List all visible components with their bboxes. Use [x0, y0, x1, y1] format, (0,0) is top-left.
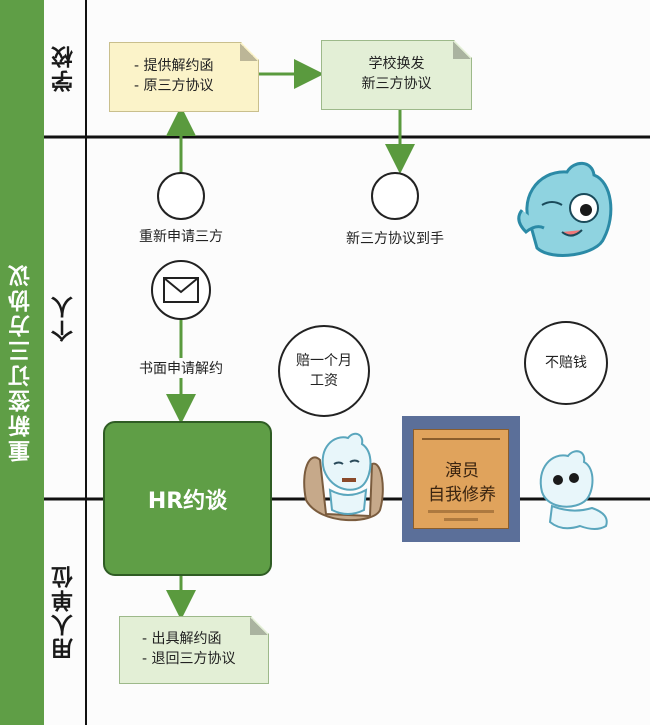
bubble-line: 赔一个月	[296, 353, 352, 369]
envelope-icon	[163, 277, 199, 303]
title-band	[0, 0, 44, 725]
hr-talk-label: HR约谈	[147, 488, 228, 514]
hr-talk-box: HR约谈	[103, 421, 272, 576]
doc-line: 学校换发	[368, 56, 425, 72]
bubble-line: 工资	[310, 373, 338, 389]
book-title-line1: 演员	[445, 461, 479, 481]
doc-school-exchange: 学校换发 新三方协议	[321, 40, 472, 110]
bubble-no-compensation: 不赔钱	[524, 321, 608, 405]
mascot-lying	[539, 450, 608, 530]
event-label-written: 书面申请解约	[126, 358, 236, 378]
bubble-line: 不赔钱	[545, 355, 587, 371]
event-circle-reapply	[157, 172, 205, 220]
actor-book-image: 演员 自我修养	[402, 416, 520, 542]
lane-label-school: 学校	[52, 44, 77, 93]
book-title-line2: 自我修养	[428, 485, 496, 505]
doc-line: - 出具解约函	[142, 631, 222, 647]
lane-label-individual: 个人	[52, 294, 77, 342]
event-circle-new	[371, 172, 419, 220]
bubble-compensate-month: 赔一个月 工资	[278, 325, 370, 417]
mascot-sitting	[303, 432, 384, 522]
event-label-reapply: 重新申请三方	[139, 229, 223, 245]
doc-provide-letter: - 提供解约函 - 原三方协议	[109, 42, 259, 112]
doc-line: - 原三方协议	[134, 78, 214, 94]
event-label-new-agreement: 新三方协议到手	[346, 231, 444, 247]
diagram-title: 重新签订三方协议	[9, 262, 34, 463]
mascot-pointing	[517, 161, 613, 257]
lane-label-employer: 用人单位	[52, 564, 77, 660]
doc-line: - 提供解约函	[134, 58, 214, 74]
book-cover: 演员 自我修养	[413, 429, 509, 529]
doc-employer-issue: - 出具解约函 - 退回三方协议	[119, 616, 269, 684]
doc-line: 新三方协议	[361, 76, 432, 92]
doc-line: - 退回三方协议	[142, 651, 236, 667]
